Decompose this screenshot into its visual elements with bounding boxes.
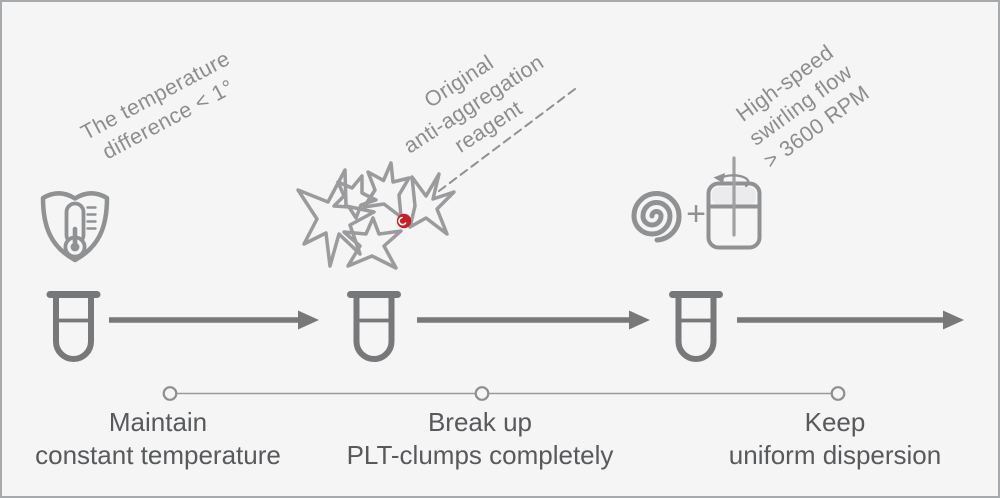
thermometer-mercury-bulb xyxy=(70,242,80,252)
step-label-maintain: Maintain constant temperature xyxy=(2,406,318,471)
red-reagent-dot xyxy=(396,213,412,229)
plus-icon: + xyxy=(686,195,706,233)
step-label-line: uniform dispersion xyxy=(728,439,942,470)
timeline-node-1 xyxy=(162,386,178,401)
reagent-pointer-dashed-line xyxy=(438,85,580,192)
rotation-arrow-icon xyxy=(713,173,750,188)
test-tube-icon-1 xyxy=(46,291,101,362)
test-tube-icon-2 xyxy=(347,291,401,362)
shield-thermometer-icon xyxy=(40,191,110,263)
spiral-icon xyxy=(631,191,682,243)
stirred-beaker-icon xyxy=(706,156,762,250)
timeline-node-3 xyxy=(830,386,846,401)
step-label-line: Keep xyxy=(804,407,866,437)
shield-outline xyxy=(40,191,110,263)
timeline xyxy=(162,386,846,401)
step-label-keep: Keep uniform dispersion xyxy=(675,406,995,471)
step-label-line: constant temperature xyxy=(35,439,281,470)
platelet-clump-icon xyxy=(296,161,456,270)
right-arrow-icon-2 xyxy=(417,310,650,330)
right-arrow-icon-1 xyxy=(109,310,319,330)
thermometer-ticks xyxy=(86,206,97,230)
step-label-line: Break up xyxy=(427,407,533,437)
timeline-node-2 xyxy=(474,386,490,401)
step-label-line: Maintain xyxy=(108,407,208,437)
step-label-breakup: Break up PLT-clumps completely xyxy=(320,406,640,471)
step-label-line: PLT-clumps completely xyxy=(346,439,614,470)
test-tube-icon-3 xyxy=(669,291,723,362)
right-arrow-icon-3 xyxy=(737,310,964,330)
